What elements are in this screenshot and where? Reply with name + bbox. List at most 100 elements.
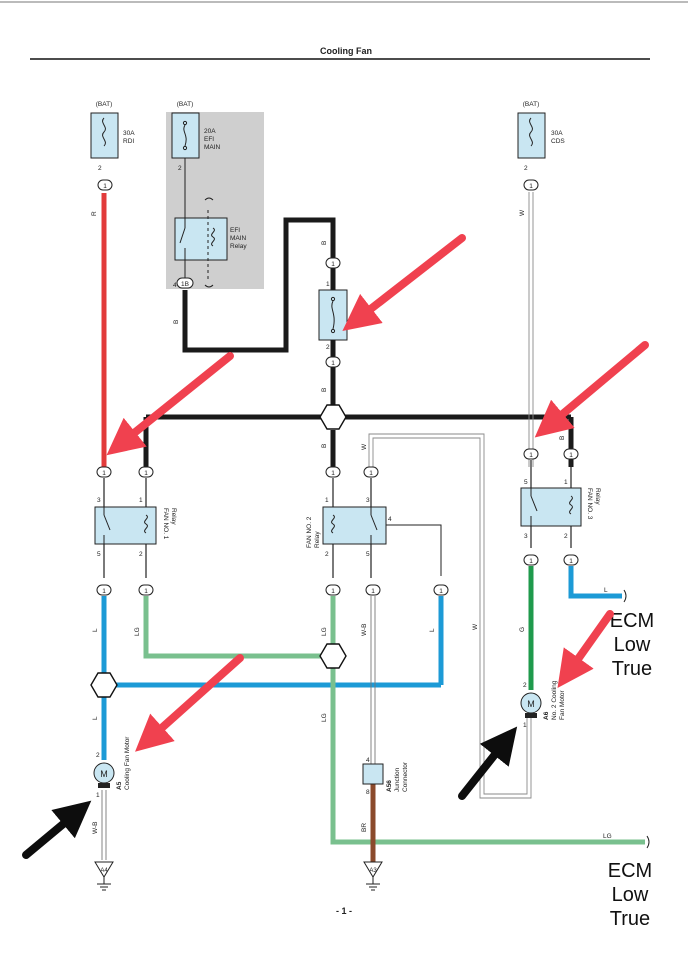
svg-text:W-B: W-B [361, 623, 368, 636]
svg-text:1: 1 [529, 183, 533, 190]
svg-text:Relay: Relay [314, 531, 321, 548]
conn-cds: 1 [523, 179, 539, 191]
white-wire-w [528, 192, 534, 467]
conn-r3-br: 1 [563, 554, 579, 566]
fuse-efi-main: (BAT) 20A EFI MAIN 2 [171, 101, 221, 218]
ecm-end-lower [646, 835, 650, 849]
svg-text:1: 1 [529, 558, 533, 565]
svg-text:B: B [321, 444, 328, 448]
conn-r2-br: 1 [365, 584, 381, 596]
svg-text:1: 1 [102, 588, 106, 595]
svg-text:1: 1 [325, 497, 329, 504]
svg-text:1: 1 [439, 588, 443, 595]
fuse-rdi: (BAT) 30A RDI 2 [90, 101, 135, 172]
svg-text:W: W [361, 443, 368, 450]
ground-a4: A4 [94, 861, 114, 891]
svg-text:4: 4 [388, 516, 392, 523]
red-arrow-rdi [106, 352, 234, 456]
svg-text:LG: LG [134, 627, 141, 636]
svg-text:FAN NO. 1: FAN NO. 1 [162, 508, 169, 540]
svg-text:8: 8 [366, 789, 370, 796]
conn-rdi: 1 [97, 179, 113, 191]
ground-a3: A3 [363, 861, 383, 891]
wire-labels: R B B B B B B W W W L L L L LG LG LG LG … [91, 209, 612, 840]
svg-text:2: 2 [524, 165, 528, 172]
conn-r3-tr: 1 [563, 448, 579, 460]
svg-text:EFI: EFI [230, 227, 240, 234]
relay2-pin4-wire [386, 524, 442, 576]
svg-text:1: 1 [96, 792, 100, 799]
svg-text:20A: 20A [204, 128, 216, 135]
red-arrow-fan3 [534, 341, 649, 438]
junction-connector-a56: 4 8 A56 Junction Connector [362, 757, 409, 796]
conn-mid-bot: 1 [325, 356, 341, 368]
svg-text:FAN NO. 2: FAN NO. 2 [306, 516, 313, 548]
svg-text:1: 1 [331, 470, 335, 477]
red-arrows [106, 234, 649, 752]
svg-text:2: 2 [139, 551, 143, 558]
fuse-middle: 1 2 [318, 281, 348, 358]
page-number: - 1 - [336, 906, 352, 916]
svg-text:2: 2 [96, 752, 100, 759]
conn-r3-bl: 1 [523, 554, 539, 566]
svg-text:B: B [173, 320, 180, 324]
svg-text:2: 2 [98, 165, 102, 172]
black-arrow-a5 [22, 800, 92, 859]
svg-text:2: 2 [178, 165, 182, 172]
conn-r2-side: 1 [433, 584, 449, 596]
svg-text:Junction: Junction [394, 767, 401, 792]
black-arrow-a6 [458, 726, 518, 800]
svg-text:CDS: CDS [551, 138, 565, 145]
conn-r2-bl: 1 [325, 584, 341, 596]
fan-no1-relay: 3 1 5 2 FAN NO. 1 Relay [94, 497, 177, 558]
svg-text:1: 1 [331, 360, 335, 367]
svg-text:2: 2 [326, 344, 330, 351]
white-black-wires [101, 596, 376, 860]
svg-text:RDI: RDI [123, 138, 134, 145]
efi-main-relay: EFI MAIN Relay 4 [173, 197, 247, 289]
svg-text:1: 1 [369, 470, 373, 477]
ecm-annotation-lower: ECM Low True [608, 860, 652, 930]
svg-text:(BAT): (BAT) [177, 101, 194, 108]
conn-r1-tl: 1 [96, 466, 112, 478]
conn-r1-bl: 1 [96, 584, 112, 596]
red-arrow-a5 [135, 654, 244, 752]
svg-text:L: L [92, 628, 99, 632]
svg-text:1: 1 [331, 588, 335, 595]
svg-text:1: 1 [529, 452, 533, 459]
svg-text:W: W [519, 209, 526, 216]
svg-text:4: 4 [366, 757, 370, 764]
conn-mid-top: 1 [325, 257, 341, 269]
svg-text:No. 2 Cooling: No. 2 Cooling [551, 680, 558, 720]
svg-text:True: True [610, 908, 650, 930]
svg-text:5: 5 [366, 551, 370, 558]
svg-text:1: 1 [331, 261, 335, 268]
svg-text:L: L [429, 628, 436, 632]
svg-text:A56: A56 [386, 780, 393, 792]
svg-text:M: M [100, 769, 108, 779]
svg-text:30A: 30A [551, 130, 563, 137]
svg-text:FAN NO. 3: FAN NO. 3 [586, 488, 593, 520]
svg-text:1: 1 [103, 183, 107, 190]
blue-wires [101, 566, 622, 760]
svg-text:1: 1 [144, 470, 148, 477]
motor-a5: 2 M 1 A5 Cooling Fan Motor [93, 736, 131, 799]
ecm-annotation-upper: ECM Low True [610, 610, 654, 680]
svg-text:ECM: ECM [610, 610, 654, 632]
svg-text:Cooling Fan Motor: Cooling Fan Motor [124, 736, 131, 790]
svg-text:M: M [527, 699, 535, 709]
svg-text:LG: LG [321, 627, 328, 636]
svg-text:W: W [472, 623, 479, 630]
svg-text:B: B [559, 436, 566, 440]
svg-text:1: 1 [326, 281, 330, 288]
svg-text:LG: LG [321, 713, 328, 722]
svg-text:W-B: W-B [92, 821, 99, 834]
splice-lightgreen [319, 643, 347, 669]
white-wire-loop [368, 433, 532, 799]
fan-no2-relay: 1 3 2 5 4 FAN NO. 2 Relay [306, 497, 392, 558]
svg-text:Relay: Relay [594, 488, 601, 505]
svg-text:3: 3 [524, 533, 528, 540]
svg-text:1B: 1B [181, 281, 189, 288]
svg-text:LG: LG [603, 833, 612, 840]
svg-text:True: True [612, 658, 652, 680]
